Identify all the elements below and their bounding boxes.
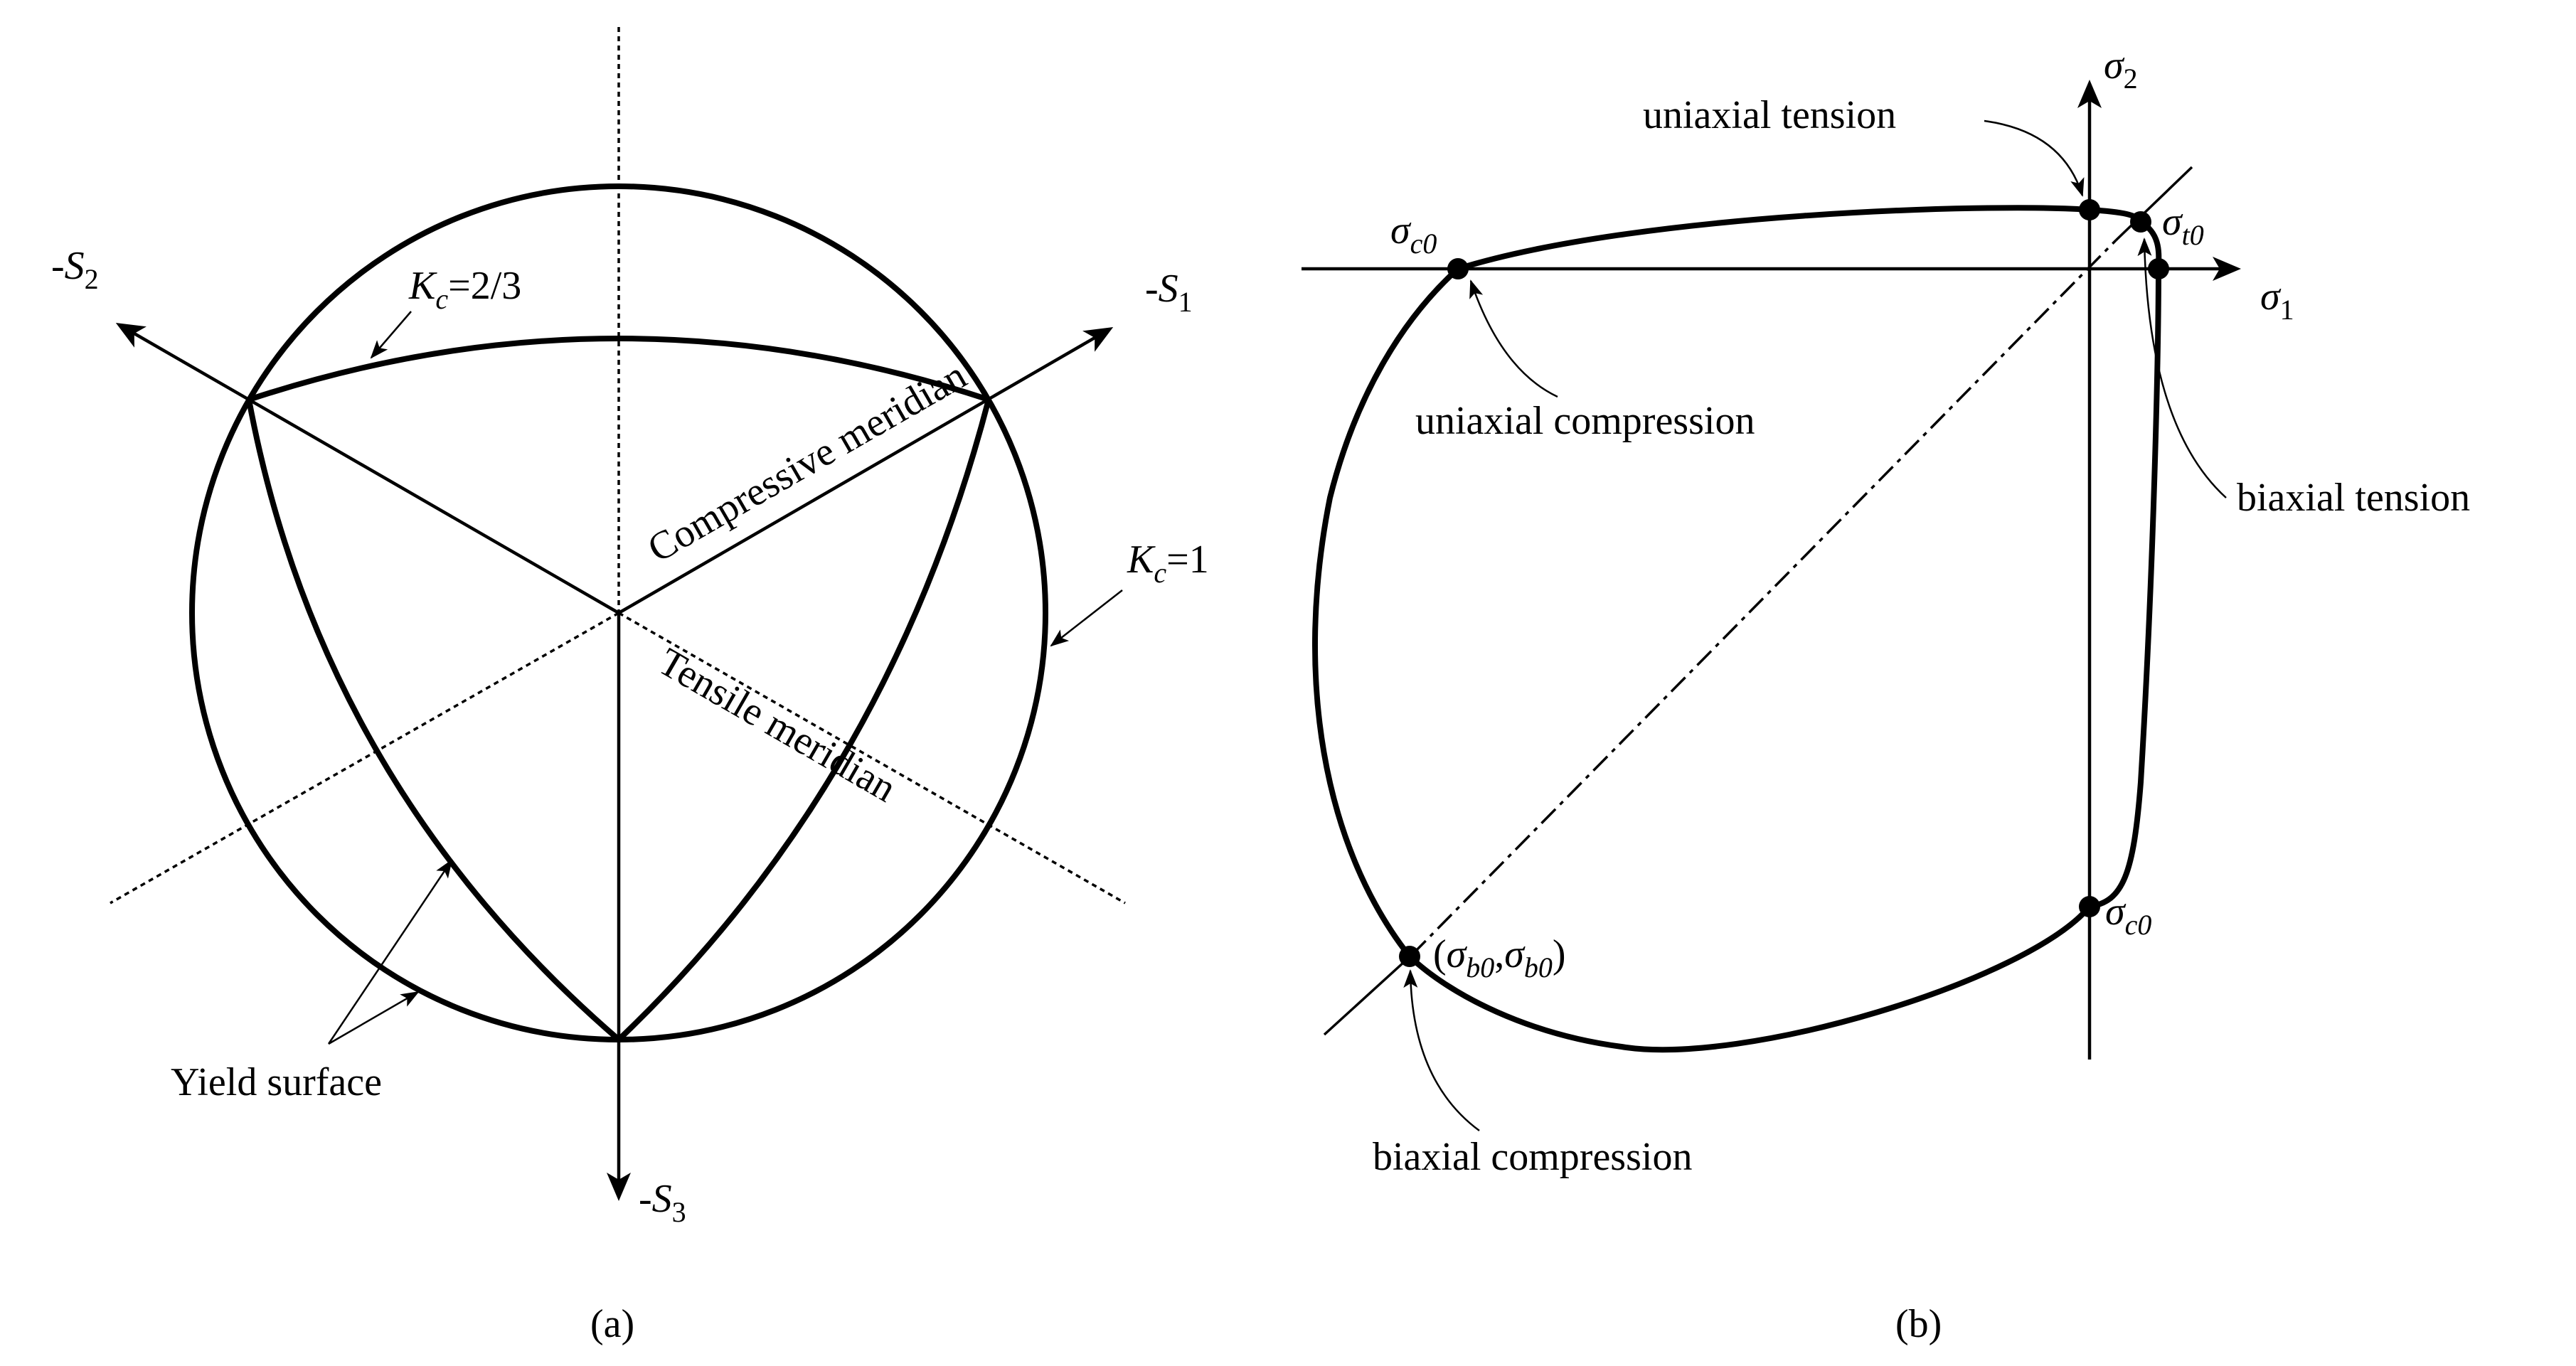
uniaxial-compression-leader (1469, 279, 1558, 398)
kc-outer-label: Kc=1 (1127, 538, 1209, 589)
yield-surface-label: Yield surface (171, 1060, 382, 1104)
axis-s2-line (115, 323, 620, 614)
dotted-right-diagonal (618, 612, 1126, 905)
kc-inner-label: Kc=2/3 (408, 264, 521, 315)
panel-a-caption: (a) (590, 1302, 634, 1346)
yield-surface-kc-2-3 (246, 336, 991, 1042)
bisector-dashdot (1410, 239, 2117, 956)
biaxial-compression-label: biaxial compression (1373, 1135, 1692, 1179)
axis-s1-label: -S1 (1145, 267, 1193, 318)
point-sigma-c0-left (1447, 258, 1469, 279)
sigma-c0-left-label: σc0 (1390, 208, 1437, 260)
panel-b: σ2 σ1 σc0 σt0 σc0 (σb0,σb0) uniaxial ten… (1302, 43, 2470, 1346)
biaxial-point-label: (σb0,σb0) (1433, 932, 1566, 983)
point-biaxial-compression (1399, 946, 1420, 967)
panel-b-caption: (b) (1895, 1302, 1942, 1346)
yield-surface-leader-2 (328, 991, 420, 1045)
sigma-t0-label: σt0 (2162, 200, 2204, 251)
bisector-line-top (2114, 166, 2193, 242)
biaxial-tension-label: biaxial tension (2237, 476, 2470, 520)
biaxial-tension-leader (2137, 238, 2227, 498)
point-biaxial-tension (2148, 258, 2169, 279)
panel-a: -S2 -S1 -S3 Kc=2/3 Kc=1 Compressive meri… (51, 27, 1209, 1346)
axis-s3-label: -S3 (639, 1177, 686, 1228)
uniaxial-compression-label: uniaxial compression (1415, 399, 1755, 443)
axis-s1-line (617, 326, 1114, 614)
dotted-left-diagonal (110, 612, 619, 905)
sigma1-axis-label: σ1 (2260, 274, 2294, 326)
uniaxial-tension-leader (1984, 119, 2085, 197)
compressive-meridian-label: Compressive meridian (641, 353, 974, 571)
tensile-meridian-label: Tensile meridian (651, 640, 904, 811)
point-sigma-t0 (2130, 211, 2151, 233)
sigma-c0-bottom-label: σc0 (2105, 890, 2151, 941)
biaxial-compression-leader (1403, 969, 1480, 1132)
kc-outer-leader (1050, 589, 1123, 647)
sigma2-axis-label: σ2 (2104, 43, 2138, 95)
yield-surface-leader-1 (327, 859, 453, 1045)
point-sigma-c0-bottom (2079, 896, 2100, 917)
bisector-line (1323, 954, 1413, 1036)
axis-s2-label: -S2 (51, 244, 99, 295)
point-uniaxial-tension (2079, 199, 2100, 220)
kc-inner-leader (370, 311, 412, 359)
uniaxial-tension-label: uniaxial tension (1643, 93, 1896, 137)
